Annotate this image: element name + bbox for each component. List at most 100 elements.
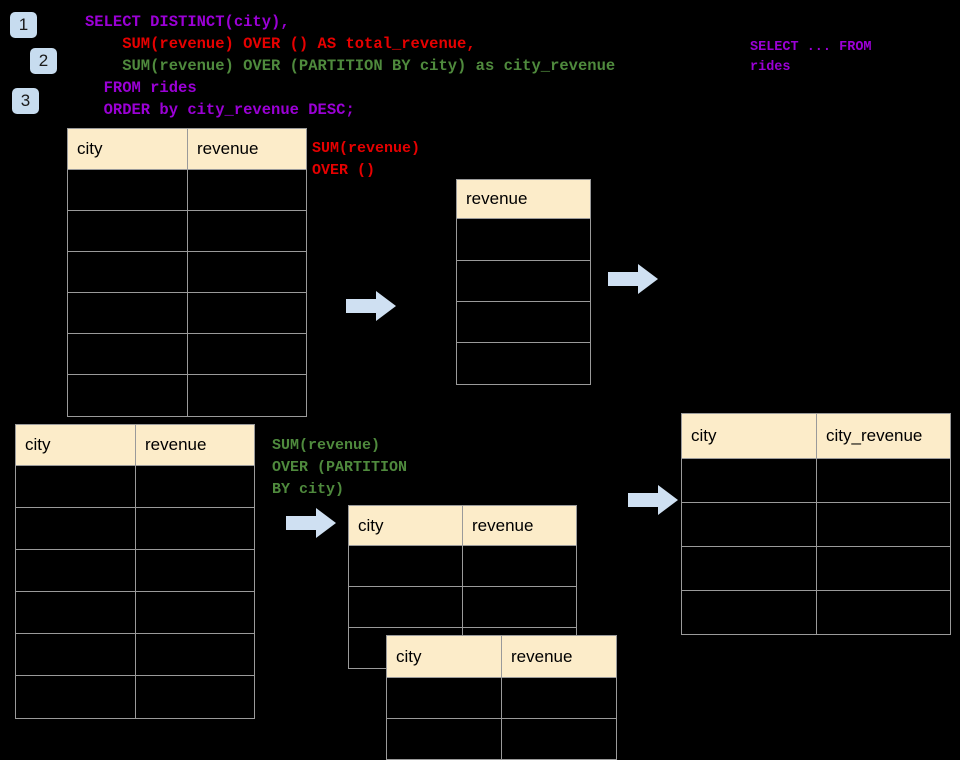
table-row xyxy=(681,502,951,547)
sql-line-order-by: ORDER by city_revenue DESC; xyxy=(85,101,355,119)
table-row xyxy=(15,591,255,634)
cell-city xyxy=(67,210,188,252)
step-badge-3: 3 xyxy=(12,88,39,114)
cell-city xyxy=(348,545,463,587)
cell-city xyxy=(15,633,136,676)
arrow-partition-to-final xyxy=(628,485,678,515)
column-header-revenue: revenue xyxy=(462,505,577,546)
table-rides-source-top: city revenue xyxy=(67,128,307,417)
cell-revenue xyxy=(456,218,591,261)
sql-line-city-revenue: SUM(revenue) OVER (PARTITION BY city) as… xyxy=(85,57,616,75)
table-row xyxy=(456,342,591,385)
cell-city xyxy=(15,675,136,719)
step-badge-1: 1 xyxy=(10,12,37,38)
cell-revenue xyxy=(187,251,307,293)
cell-city xyxy=(681,458,817,503)
table-row xyxy=(456,260,591,302)
column-header-city: city xyxy=(386,635,502,678)
arrow-source-to-total xyxy=(346,291,396,321)
table-row xyxy=(67,251,307,293)
table-row xyxy=(456,218,591,261)
cell-city xyxy=(15,507,136,550)
table-row xyxy=(681,458,951,503)
cell-city xyxy=(15,591,136,634)
sql-query-block: SELECT DISTINCT(city), SUM(revenue) OVER… xyxy=(85,11,615,121)
column-header-revenue: revenue xyxy=(135,424,255,466)
cell-city xyxy=(386,677,502,719)
cell-city-revenue xyxy=(816,546,951,591)
table-row xyxy=(348,545,577,587)
cell-city xyxy=(386,718,502,760)
table-row xyxy=(67,333,307,375)
table-row xyxy=(67,374,307,417)
cell-city xyxy=(15,549,136,592)
cell-revenue xyxy=(135,465,255,508)
cell-city xyxy=(67,292,188,334)
table-rides-source-bottom: city revenue xyxy=(15,424,255,719)
cell-city xyxy=(348,586,463,628)
cell-revenue xyxy=(135,591,255,634)
table-row xyxy=(15,549,255,592)
column-header-city: city xyxy=(67,128,188,170)
table-header-row: city revenue xyxy=(348,505,577,546)
table-row xyxy=(386,718,617,760)
table-header-row: city revenue xyxy=(15,424,255,466)
table-header-row: city city_revenue xyxy=(681,413,951,459)
column-header-city: city xyxy=(15,424,136,466)
cell-city xyxy=(681,546,817,591)
cell-revenue xyxy=(135,675,255,719)
column-header-city: city xyxy=(348,505,463,546)
cell-revenue xyxy=(187,374,307,417)
cell-revenue xyxy=(135,507,255,550)
column-header-revenue: revenue xyxy=(187,128,307,170)
cell-city xyxy=(681,590,817,635)
table-row xyxy=(67,292,307,334)
sql-side-note: SELECT ... FROM rides xyxy=(750,38,872,78)
arrow-total-to-final xyxy=(608,264,658,294)
cell-revenue xyxy=(456,342,591,385)
column-header-revenue: revenue xyxy=(501,635,617,678)
arrow-source-to-partition xyxy=(286,508,336,538)
cell-city-revenue xyxy=(816,502,951,547)
cell-revenue xyxy=(456,301,591,343)
table-row xyxy=(67,210,307,252)
annotation-total-revenue-line-2: OVER () xyxy=(312,162,376,179)
cell-revenue xyxy=(501,677,617,719)
table-final-result: city city_revenue xyxy=(681,413,951,635)
table-row xyxy=(348,586,577,628)
table-row xyxy=(15,465,255,508)
sql-line-from: FROM rides xyxy=(85,79,197,97)
annotation-city-revenue-line-1: SUM(revenue) xyxy=(272,437,381,454)
annotation-city-revenue: SUM(revenue) OVER (PARTITION BY city) xyxy=(272,435,407,501)
table-row xyxy=(15,633,255,676)
cell-revenue xyxy=(135,549,255,592)
table-header-row: revenue xyxy=(456,179,591,219)
table-row xyxy=(15,507,255,550)
cell-city xyxy=(681,502,817,547)
sql-line-select: SELECT DISTINCT(city), xyxy=(85,13,290,31)
annotation-total-revenue-line-1: SUM(revenue) xyxy=(312,140,421,157)
cell-revenue xyxy=(187,169,307,211)
table-partition-group-front: city revenue xyxy=(386,635,617,760)
cell-revenue xyxy=(501,718,617,760)
cell-revenue xyxy=(462,586,577,628)
column-header-city: city xyxy=(681,413,817,459)
table-row xyxy=(15,675,255,719)
cell-city-revenue xyxy=(816,458,951,503)
cell-revenue xyxy=(456,260,591,302)
table-row xyxy=(386,677,617,719)
table-row xyxy=(456,301,591,343)
sql-line-total-revenue: SUM(revenue) OVER () AS total_revenue, xyxy=(85,35,476,53)
cell-city xyxy=(67,251,188,293)
annotation-total-revenue: SUM(revenue) OVER () xyxy=(312,138,420,182)
step-badge-2: 2 xyxy=(30,48,57,74)
cell-revenue xyxy=(187,333,307,375)
table-row xyxy=(681,590,951,635)
table-row xyxy=(681,546,951,591)
cell-revenue xyxy=(187,210,307,252)
table-header-row: city revenue xyxy=(386,635,617,678)
cell-revenue xyxy=(135,633,255,676)
column-header-city-revenue: city_revenue xyxy=(816,413,951,459)
table-header-row: city revenue xyxy=(67,128,307,170)
cell-city-revenue xyxy=(816,590,951,635)
